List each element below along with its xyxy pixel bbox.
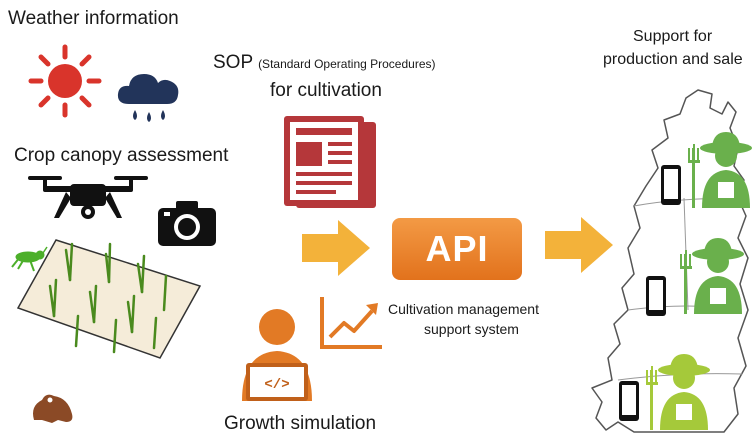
api-label: API [425,228,489,269]
camera-icon [158,201,216,246]
weather-info-title: Weather information [8,8,179,29]
grasshopper-icon [11,246,48,272]
farmer-icon [646,354,710,430]
field-icon [16,239,202,359]
sun-icon [28,44,102,118]
smartphone-icon [661,165,681,205]
rain-cloud-icon [117,74,179,122]
sop-label: SOP [213,52,253,73]
drone-icon [28,176,148,219]
canopy-assessment-title: Crop canopy assessment [14,145,229,166]
smartphone-icon [646,276,666,316]
support-title-line2: production and sale [603,51,743,68]
person-laptop-icon: </> [242,309,312,401]
farmer-icon [680,238,744,314]
system-label-line2: support system [424,321,519,337]
support-title-line1: Support for [633,28,713,45]
growth-chart-icon [320,297,382,349]
growth-simulation-title: Growth simulation [224,413,377,434]
api-box: API [392,218,522,280]
frog-icon [33,394,73,423]
newspaper-icon [284,116,376,208]
system-label-line1: Cultivation management [388,301,539,317]
farmer-icon [688,132,752,208]
sop-title: SOP (Standard Operating Procedures) [213,52,436,74]
svg-text:</>: </> [264,377,289,393]
smartphone-icon [619,381,639,421]
sop-subtitle: (Standard Operating Procedures) [258,57,436,71]
sop-line2: for cultivation [270,80,382,101]
arrow-right-icon [545,217,613,273]
arrow-right-icon [302,220,370,276]
